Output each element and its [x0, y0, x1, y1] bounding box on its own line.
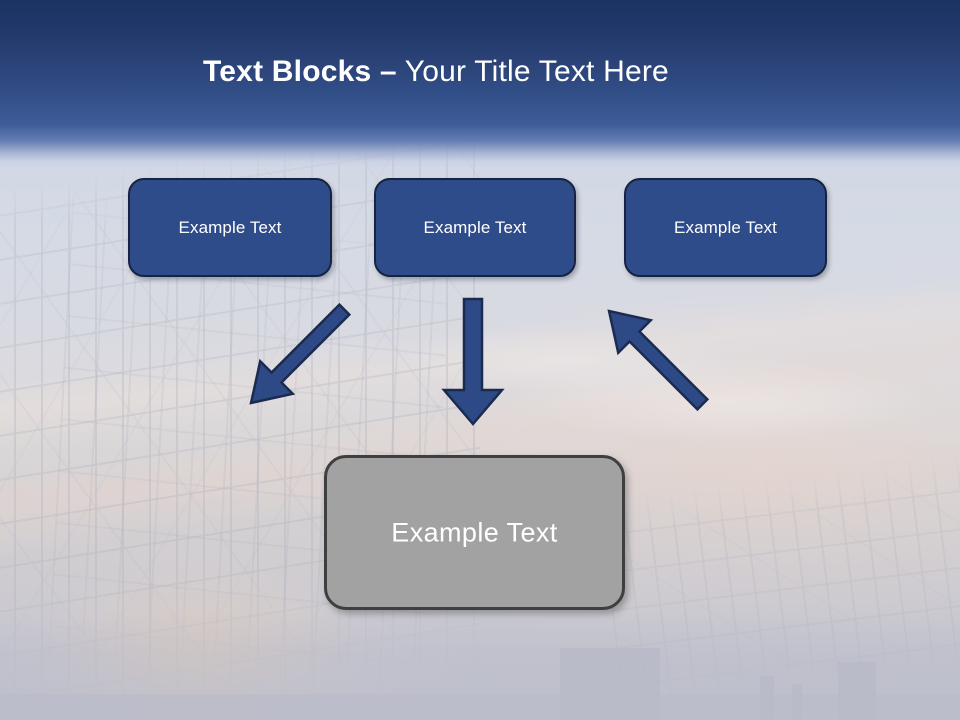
result-text-block-label: Example Text: [391, 517, 558, 547]
text-block-2[interactable]: Example Text: [374, 178, 576, 277]
page-title-bold-part: Text Blocks –: [203, 55, 397, 88]
page-title-regular-part: Your Title Text Here: [396, 55, 669, 88]
arrow-down-right-icon: [249, 302, 352, 405]
result-text-block[interactable]: Example Text: [324, 455, 625, 610]
text-block-1[interactable]: Example Text: [128, 178, 332, 277]
text-block-1-label: Example Text: [178, 217, 282, 237]
text-block-3-label: Example Text: [674, 217, 777, 237]
text-block-3[interactable]: Example Text: [624, 178, 827, 277]
text-block-2-label: Example Text: [423, 217, 527, 237]
header-band: [0, 0, 960, 168]
arrow-down-icon: [441, 297, 505, 426]
page-title: Text Blocks – Your Title Text Here: [203, 52, 669, 92]
arrow-down-left-icon: [607, 309, 710, 412]
